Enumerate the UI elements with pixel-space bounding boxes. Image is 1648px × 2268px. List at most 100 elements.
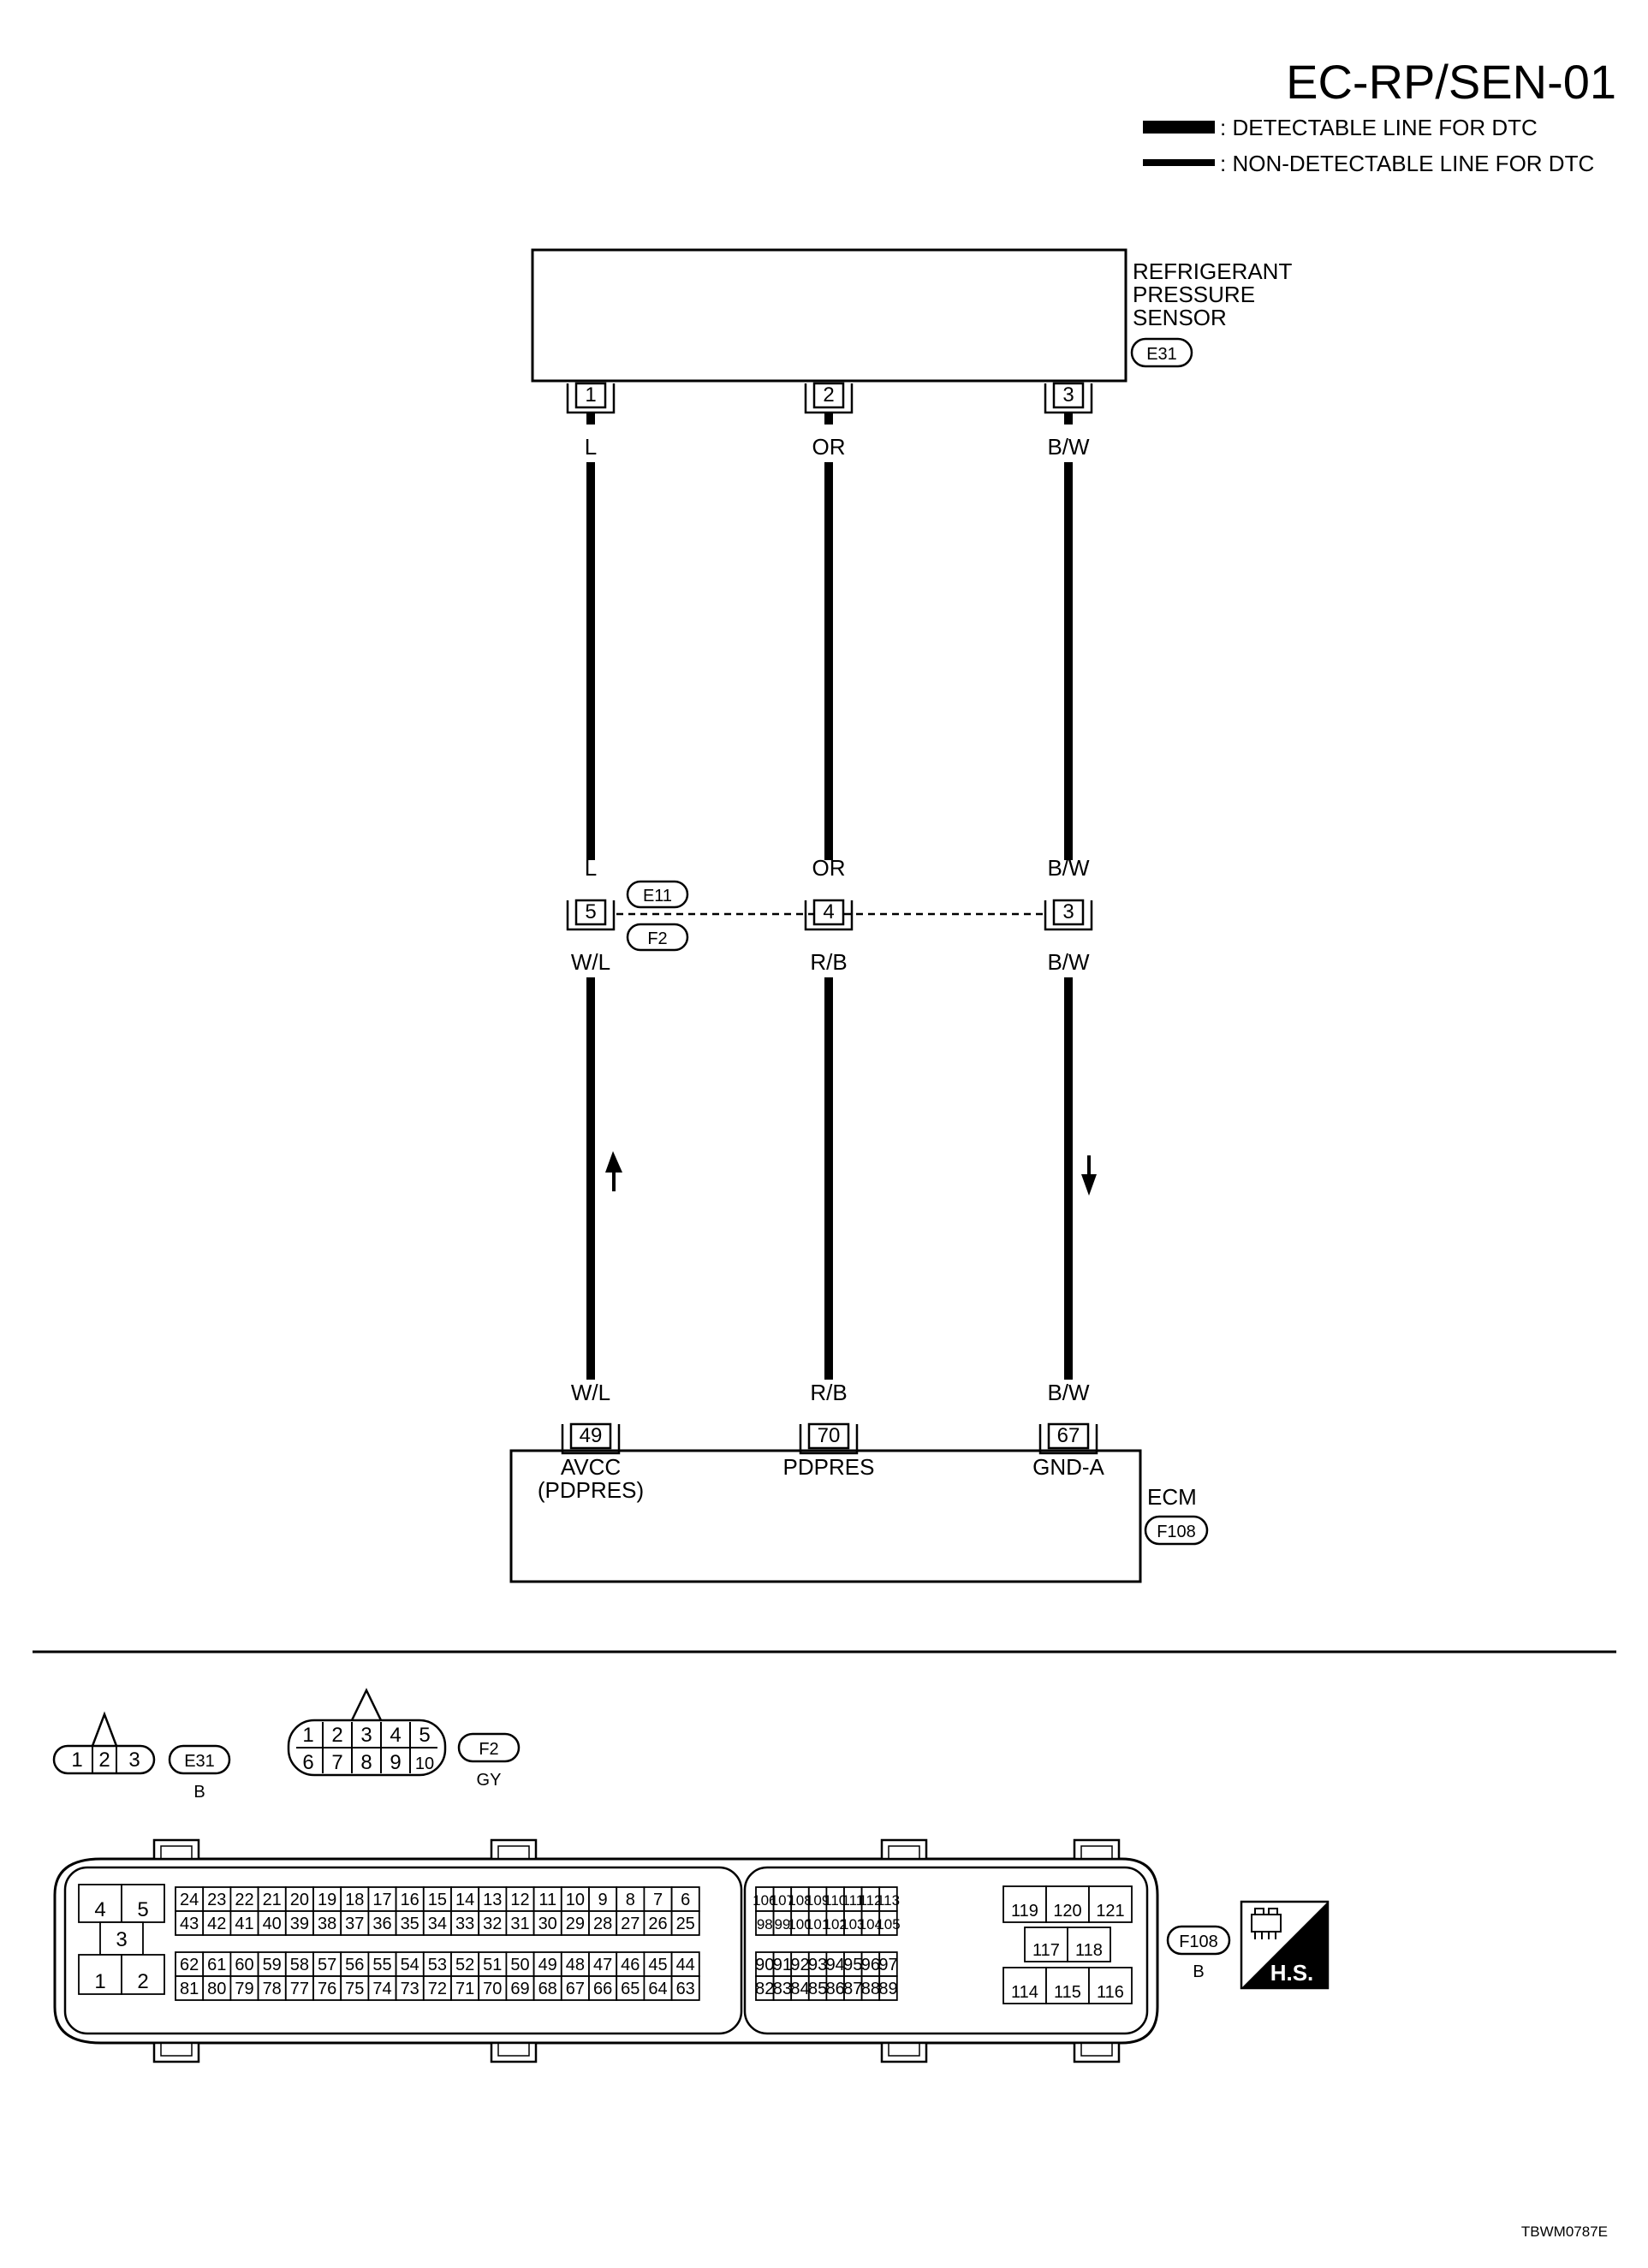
f108-sig-pin-48: 48	[566, 1956, 585, 1974]
joint-connector-tag-f2	[626, 923, 689, 952]
ecm-pin-49: 49	[561, 1422, 621, 1455]
ecm-wire-color: B/W	[1047, 1380, 1090, 1405]
f108-sig-pin-79: 79	[235, 1980, 253, 1998]
f108-mid-pin-90: 90	[755, 1956, 774, 1974]
f108-sig-pin-11: 11	[538, 1891, 556, 1909]
f108-sig-cell	[532, 1886, 562, 1912]
f108-sig-cell	[312, 1975, 342, 2001]
f108-sig-pin-20: 20	[290, 1891, 309, 1909]
f108-sig-pin-16: 16	[401, 1891, 419, 1909]
f108-sig-pin-49: 49	[538, 1956, 557, 1974]
f108-sig-cell	[422, 1975, 452, 2001]
ecm-terminal-pdpres: PDPRES	[783, 1454, 875, 1480]
f108-sig-cell	[670, 1975, 700, 2001]
f108-mid-pin-109: 109	[806, 1892, 830, 1909]
sensor-body	[531, 248, 1127, 383]
f108-sig-pin-28: 28	[593, 1915, 612, 1933]
sensor-pin-3: 3	[1044, 382, 1093, 414]
ecm-connector-tag	[1144, 1515, 1209, 1546]
f108-right-cell	[1002, 1885, 1047, 1923]
f108-sig-pin-61: 61	[207, 1956, 226, 1974]
f108-mid-pin-97: 97	[878, 1956, 897, 1974]
f108-sig-cell	[257, 1910, 287, 1936]
ecm-pin-67: 67	[1038, 1422, 1098, 1455]
f108-sig-pin-44: 44	[676, 1956, 695, 1974]
f108-sig-cell	[202, 1910, 232, 1936]
f108-sig-pin-29: 29	[566, 1915, 585, 1933]
f108-sig-pin-42: 42	[207, 1915, 226, 1933]
f108-sig-pin-17: 17	[372, 1891, 391, 1909]
f108-sig-pin-53: 53	[428, 1956, 447, 1974]
f108-sig-pin-62: 62	[180, 1956, 199, 1974]
f108-right-housing	[743, 1866, 1149, 2035]
f108-mid-pin-110: 110	[824, 1892, 847, 1909]
sensor-pin-1: 1	[566, 382, 616, 414]
sensor-wire-color: OR	[812, 434, 846, 460]
ecm-pin-67-number: 67	[1057, 1424, 1080, 1447]
f108-right-cell	[1067, 1927, 1111, 1962]
f108-sig-pin-27: 27	[621, 1915, 640, 1933]
f108-power-pin-2: 2	[137, 1970, 148, 1993]
f108-sig-pin-12: 12	[510, 1891, 529, 1909]
f108-sig-cell	[175, 1975, 205, 2001]
f108-sig-pin-33: 33	[455, 1915, 474, 1933]
refrigerant-pressure-sensor: REFRIGERANT PRESSURE SENSOR E31	[531, 248, 1292, 383]
sensor-connector-id: E31	[1146, 345, 1177, 364]
f2-pin-9: 9	[390, 1751, 401, 1774]
f108-sig-cell	[257, 1975, 287, 2001]
hs-icon-triangle	[1241, 1902, 1328, 1988]
sensor-name-line-1: REFRIGERANT	[1133, 258, 1292, 284]
f108-sig-pin-60: 60	[235, 1956, 253, 1974]
f2-face	[287, 1719, 447, 1777]
f108-mid-cell	[878, 1910, 898, 1936]
f108-mid-pin-113: 113	[877, 1892, 900, 1909]
f2-key-icon	[350, 1688, 383, 1721]
f2-pin-1: 1	[302, 1724, 313, 1747]
f108-sig-pin-18: 18	[345, 1891, 364, 1909]
f108-mid-pin-102: 102	[824, 1916, 848, 1933]
f108-sig-pin-13: 13	[483, 1891, 502, 1909]
f2-pin-8: 8	[360, 1751, 372, 1774]
f108-sig-cell	[450, 1910, 480, 1936]
joint-upper-wire-color: OR	[812, 855, 846, 881]
e31-key-icon	[91, 1711, 118, 1747]
f108-sig-pin-8: 8	[626, 1891, 635, 1909]
f108-sig-cell	[616, 1910, 646, 1936]
f108-sig-cell	[560, 1975, 590, 2001]
f2-tag-id: F2	[479, 1740, 498, 1759]
ecm-terminal-gnd: GND-A	[1032, 1454, 1104, 1480]
f108-sig-pin-52: 52	[455, 1956, 474, 1974]
f108-sig-cell	[616, 1951, 646, 1977]
joint-pin-4: 4	[804, 899, 854, 931]
joint-pin-4-number: 4	[823, 900, 834, 923]
joint-connector-id-f2: F2	[647, 929, 667, 948]
f108-mid-pin-101: 101	[806, 1916, 830, 1933]
f2-pin-2: 2	[331, 1724, 342, 1747]
f108-mid-pin-95: 95	[843, 1956, 862, 1974]
f108-right-pin-119: 119	[1011, 1902, 1038, 1921]
f108-sig-cell	[478, 1886, 508, 1912]
f108-right-cell	[1088, 1885, 1133, 1923]
joint-connector-tag-e11	[626, 880, 689, 909]
f108-mid-pin-94: 94	[826, 1956, 845, 1974]
f108-sig-pin-69: 69	[510, 1980, 529, 1998]
f108-power-pin-3: 3	[116, 1928, 127, 1951]
f108-sig-pin-74: 74	[372, 1980, 391, 1998]
f108-mid-pin-88: 88	[861, 1980, 880, 1998]
sensor-pin-2-number: 2	[823, 383, 834, 407]
f108-sig-cell	[284, 1975, 314, 2001]
f2-color: GY	[477, 1771, 502, 1790]
f108-sig-pin-64: 64	[648, 1980, 667, 1998]
f108-mid-pin-85: 85	[808, 1980, 827, 1998]
f108-sig-pin-41: 41	[235, 1915, 253, 1933]
e31-pin-2: 2	[98, 1748, 110, 1772]
arrow-up-icon	[605, 1151, 622, 1191]
f108-sig-cell	[643, 1951, 673, 1977]
f108-sig-cell	[395, 1886, 425, 1912]
f2-pin-6: 6	[302, 1751, 313, 1774]
sensor-wire-color: B/W	[1047, 434, 1090, 460]
f108-sig-cell	[367, 1910, 397, 1936]
f108-sig-pin-54: 54	[401, 1956, 419, 1974]
